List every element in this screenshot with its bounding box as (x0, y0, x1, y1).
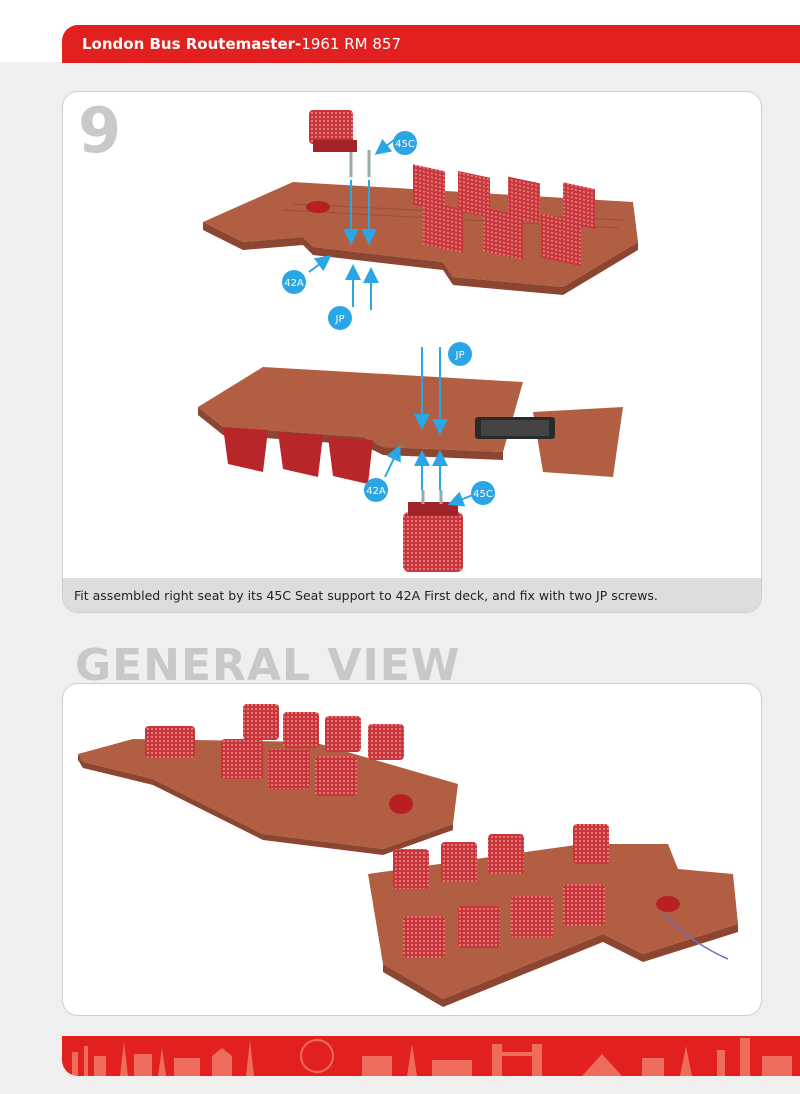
step-number: 9 (78, 94, 122, 167)
callout-jp-bottom-label: JP (455, 350, 465, 361)
callout-45c-top: 45C (393, 131, 417, 155)
seat (563, 182, 595, 230)
fitted-seat (309, 110, 377, 245)
callout-45c-top-label: 45C (395, 139, 415, 150)
page-footer (62, 1036, 800, 1076)
callout-45c-bottom: 45C (471, 481, 495, 505)
callout-42a-top: 42A (282, 270, 306, 294)
step-caption: Fit assembled right seat by its 45C Seat… (63, 578, 761, 612)
step-illustration: 45C 42A JP (198, 110, 638, 572)
general-view-panel (62, 683, 762, 1016)
page-header: London Bus Routemaster-1961 RM 857 (62, 25, 800, 63)
general-view-title: GENERAL VIEW (75, 640, 461, 691)
london-skyline-decoration (72, 1038, 792, 1076)
lower-deck-seats (223, 427, 373, 484)
callout-42a-bottom-label: 42A (366, 486, 386, 497)
callout-jp-top: JP (328, 306, 352, 330)
lower-arrows (384, 347, 474, 507)
seat (483, 207, 523, 260)
callout-42a-bottom: 42A (364, 478, 388, 502)
seat (413, 164, 445, 212)
seat (541, 213, 581, 267)
callout-42a-top-label: 42A (284, 278, 304, 289)
seat (423, 200, 463, 254)
general-view-illustration (78, 704, 738, 1007)
general-lower-deck (368, 824, 738, 1007)
callout-jp-bottom: JP (448, 342, 472, 366)
header-title-bold: London Bus Routemaster- (82, 35, 302, 53)
lower-fitted-seat (403, 490, 463, 572)
callout-45c-bottom-label: 45C (473, 489, 493, 500)
callout-jp-top-label: JP (335, 314, 345, 325)
seat (458, 170, 490, 218)
step-panel: 9 (62, 91, 762, 613)
general-upper-deck (78, 704, 458, 855)
header-title-light: 1961 RM 857 (301, 35, 401, 53)
seat (508, 176, 540, 224)
upper-deck-seats (413, 164, 595, 267)
